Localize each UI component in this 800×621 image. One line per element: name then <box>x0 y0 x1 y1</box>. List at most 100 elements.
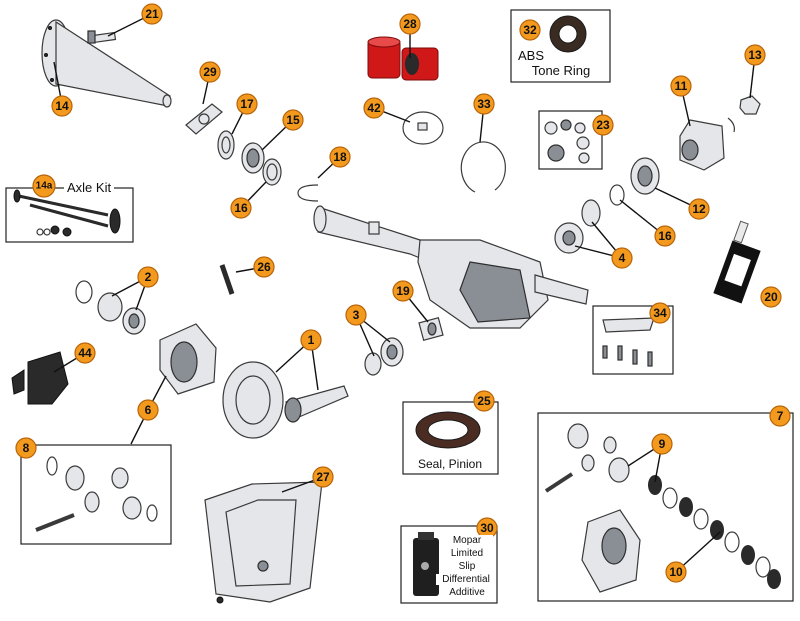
callout-3: 3 <box>345 304 367 326</box>
svg-text:32: 32 <box>523 23 537 37</box>
callout-30: 30 <box>476 517 498 539</box>
abs-label-line2: Tone Ring <box>516 63 606 78</box>
differential-cover-part <box>204 481 323 604</box>
pinion-seal-box <box>402 401 499 475</box>
svg-text:33: 33 <box>477 97 491 111</box>
svg-text:30: 30 <box>480 521 494 535</box>
bearing-19-part <box>418 316 444 342</box>
additive-label-line5: Additive <box>441 587 493 598</box>
limited-slip-parts <box>544 423 781 593</box>
callout-18: 18 <box>329 146 351 168</box>
additive-label-line4: Differential <box>436 574 496 585</box>
callout-7: 7 <box>769 405 791 427</box>
callout-4: 4 <box>611 247 633 269</box>
svg-text:11: 11 <box>675 79 688 93</box>
svg-text:14a: 14a <box>36 181 53 192</box>
svg-text:16: 16 <box>234 201 248 215</box>
svg-text:3: 3 <box>353 308 360 322</box>
svg-text:14: 14 <box>55 99 69 113</box>
callout-12: 12 <box>688 198 710 220</box>
snap-clip-part <box>297 184 319 202</box>
svg-text:25: 25 <box>477 394 491 408</box>
pinion-yoke-part <box>679 119 725 171</box>
ring-pinion-part <box>222 361 349 439</box>
callout-28: 28 <box>399 13 421 35</box>
svg-text:9: 9 <box>659 437 666 451</box>
callout-2: 2 <box>137 266 159 288</box>
pinion-bearing-parts <box>554 157 660 254</box>
callout-9: 9 <box>651 433 673 455</box>
callout-1: 1 <box>300 329 322 351</box>
red-collar-parts <box>367 36 439 81</box>
svg-text:42: 42 <box>367 101 381 115</box>
callout-42: 42 <box>363 97 385 119</box>
axle-kit-label: Axle Kit <box>64 180 115 195</box>
svg-text:19: 19 <box>396 284 410 298</box>
axle-kit-parts <box>13 189 121 237</box>
callout-44: 44 <box>74 342 96 364</box>
svg-text:2: 2 <box>145 270 152 284</box>
callout-33: 33 <box>473 93 495 115</box>
additive-label-line2: Limited <box>441 548 493 559</box>
pinion-seal-part <box>415 411 481 449</box>
additive-label-line3: Slip <box>441 561 493 572</box>
spreader-tool-part <box>11 351 69 405</box>
callout-16-left: 16 <box>230 197 252 219</box>
svg-text:4: 4 <box>619 251 626 265</box>
differential-gear-parts <box>35 456 158 532</box>
u-joint-strap-box <box>592 305 674 375</box>
bearing-kit-box <box>538 110 603 170</box>
svg-text:13: 13 <box>748 48 762 62</box>
callout-6: 6 <box>137 399 159 421</box>
abs-label-line1: ABS <box>516 48 546 63</box>
differential-gear-box <box>20 444 172 545</box>
callout-26: 26 <box>253 256 275 278</box>
callout-14: 14 <box>51 95 73 117</box>
sealant-tube-part <box>713 220 761 304</box>
abs-tone-ring-part <box>549 15 587 53</box>
pinion-nut-part <box>739 95 761 115</box>
callout-10: 10 <box>665 561 687 583</box>
callout-17: 17 <box>236 93 258 115</box>
svg-text:21: 21 <box>145 7 159 21</box>
axle-shaft-part <box>41 19 172 108</box>
callout-29: 29 <box>199 61 221 83</box>
callout-11: 11 <box>670 75 692 97</box>
carrier-bearing-parts <box>364 337 404 376</box>
differential-case-part <box>159 323 217 395</box>
callout-21: 21 <box>141 3 163 25</box>
svg-text:44: 44 <box>78 346 92 360</box>
svg-text:20: 20 <box>764 290 778 304</box>
abs-tone-ring-box <box>510 9 611 83</box>
svg-text:27: 27 <box>316 470 330 484</box>
axle-bearing-parts <box>217 130 282 186</box>
svg-text:16: 16 <box>658 229 672 243</box>
axle-housing-part <box>313 205 589 329</box>
svg-text:23: 23 <box>596 118 610 132</box>
washer-part <box>727 117 735 133</box>
snap-ring-part <box>460 141 506 193</box>
side-bearing-parts <box>75 280 146 335</box>
svg-text:15: 15 <box>286 113 300 127</box>
svg-text:29: 29 <box>203 65 217 79</box>
callout-8: 8 <box>15 437 37 459</box>
callout-23: 23 <box>592 114 614 136</box>
u-joint-strap-parts <box>602 317 655 367</box>
svg-text:7: 7 <box>777 409 784 423</box>
svg-text:6: 6 <box>145 403 152 417</box>
svg-text:26: 26 <box>257 260 271 274</box>
callout-27: 27 <box>312 466 334 488</box>
additive-box <box>400 525 498 604</box>
svg-text:12: 12 <box>692 202 706 216</box>
svg-text:18: 18 <box>333 150 347 164</box>
ring-42-part <box>402 111 444 145</box>
callout-32: 32 <box>519 19 541 41</box>
callout-15: 15 <box>282 109 304 131</box>
svg-text:17: 17 <box>240 97 254 111</box>
callout-25: 25 <box>473 390 495 412</box>
svg-text:1: 1 <box>308 333 315 347</box>
callout-16-right: 16 <box>654 225 676 247</box>
additive-label-line1: Mopar <box>441 535 493 546</box>
callout-19: 19 <box>392 280 414 302</box>
